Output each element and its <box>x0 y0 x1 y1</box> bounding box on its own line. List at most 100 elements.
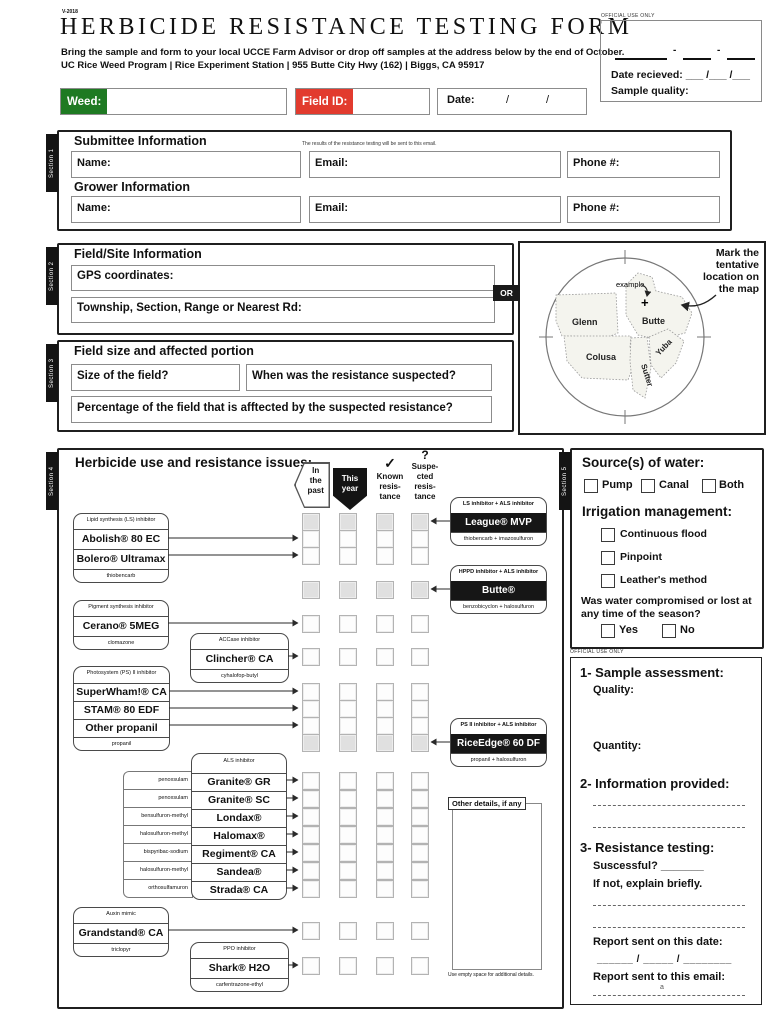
gps-field[interactable]: GPS coordinates: <box>71 265 495 291</box>
report-date-blanks[interactable]: ______ / _____ / ________ <box>597 954 732 965</box>
resistance-checkbox[interactable] <box>302 862 320 880</box>
resistance-checkbox[interactable] <box>376 717 394 735</box>
resistance-checkbox[interactable] <box>339 957 357 975</box>
resistance-checkbox[interactable] <box>411 547 429 565</box>
map-box[interactable]: Glenn Butte Colusa Sutter Yuba example +… <box>518 241 766 435</box>
leathers-method-checkbox[interactable] <box>601 574 615 588</box>
resistance-checkbox[interactable] <box>339 862 357 880</box>
resistance-checkbox[interactable] <box>376 862 394 880</box>
resistance-checkbox[interactable] <box>411 826 429 844</box>
resistance-checkbox[interactable] <box>302 826 320 844</box>
resistance-checkbox[interactable] <box>376 615 394 633</box>
resistance-checkbox[interactable] <box>376 790 394 808</box>
resistance-checkbox[interactable] <box>302 880 320 898</box>
resistance-checkbox[interactable] <box>339 530 357 548</box>
resistance-checkbox[interactable] <box>302 530 320 548</box>
resistance-checkbox[interactable] <box>302 615 320 633</box>
resistance-checkbox[interactable] <box>339 880 357 898</box>
pump-checkbox[interactable] <box>584 479 598 493</box>
successful-label[interactable]: Suscessful? _______ <box>593 860 704 872</box>
resistance-checkbox[interactable] <box>411 844 429 862</box>
report-email-blank-line[interactable] <box>593 994 745 996</box>
id-blank-1[interactable] <box>615 57 667 60</box>
resistance-checkbox[interactable] <box>339 808 357 826</box>
no-checkbox[interactable] <box>662 624 676 638</box>
resistance-checkbox[interactable] <box>411 615 429 633</box>
resistance-checkbox[interactable] <box>302 957 320 975</box>
resistance-checkbox[interactable] <box>339 513 357 531</box>
resistance-checkbox[interactable] <box>376 547 394 565</box>
date-received-blanks[interactable]: ___ /___ /___ <box>685 69 750 81</box>
explain-blank-line-2[interactable] <box>593 926 745 928</box>
percent-affected-field[interactable]: Percentage of the field that is afftecte… <box>71 396 492 423</box>
resistance-checkbox[interactable] <box>339 790 357 808</box>
resistance-checkbox[interactable] <box>376 957 394 975</box>
resistance-checkbox[interactable] <box>339 922 357 940</box>
resistance-checkbox[interactable] <box>302 734 320 752</box>
resistance-checkbox[interactable] <box>411 790 429 808</box>
submittee-name-field[interactable]: Name: <box>71 151 301 178</box>
resistance-checkbox[interactable] <box>411 513 429 531</box>
resistance-checkbox[interactable] <box>339 683 357 701</box>
canal-checkbox[interactable] <box>641 479 655 493</box>
resistance-checkbox[interactable] <box>339 581 357 599</box>
resistance-checkbox[interactable] <box>411 648 429 666</box>
resistance-checkbox[interactable] <box>376 844 394 862</box>
resistance-checkbox[interactable] <box>411 772 429 790</box>
resistance-checkbox[interactable] <box>376 734 394 752</box>
resistance-checkbox[interactable] <box>376 581 394 599</box>
resistance-checkbox[interactable] <box>376 880 394 898</box>
resistance-checkbox[interactable] <box>302 717 320 735</box>
submittee-email-field[interactable]: Email: <box>309 151 561 178</box>
resistance-checkbox[interactable] <box>302 648 320 666</box>
resistance-checkbox[interactable] <box>411 717 429 735</box>
resistance-checkbox[interactable] <box>411 700 429 718</box>
resistance-checkbox[interactable] <box>302 844 320 862</box>
resistance-checkbox[interactable] <box>339 844 357 862</box>
resistance-checkbox[interactable] <box>411 808 429 826</box>
resistance-checkbox[interactable] <box>339 700 357 718</box>
resistance-checkbox[interactable] <box>376 648 394 666</box>
resistance-checkbox[interactable] <box>411 922 429 940</box>
id-blank-3[interactable] <box>727 57 755 60</box>
township-field[interactable]: Township, Section, Range or Nearest Rd: <box>71 297 495 323</box>
field-size-field[interactable]: Size of the field? <box>71 364 240 391</box>
resistance-checkbox[interactable] <box>376 513 394 531</box>
submittee-phone-field[interactable]: Phone #: <box>567 151 720 178</box>
resistance-checkbox[interactable] <box>339 772 357 790</box>
resistance-checkbox[interactable] <box>302 772 320 790</box>
when-suspected-field[interactable]: When was the resistance suspected? <box>246 364 492 391</box>
resistance-checkbox[interactable] <box>302 922 320 940</box>
resistance-checkbox[interactable] <box>339 648 357 666</box>
info-blank-line-2[interactable] <box>593 826 745 828</box>
pinpoint-checkbox[interactable] <box>601 551 615 565</box>
yes-checkbox[interactable] <box>601 624 615 638</box>
resistance-checkbox[interactable] <box>302 581 320 599</box>
explain-blank-line-1[interactable] <box>593 904 745 906</box>
resistance-checkbox[interactable] <box>411 957 429 975</box>
resistance-checkbox[interactable] <box>411 862 429 880</box>
field-id-field[interactable]: Field ID: <box>295 88 430 115</box>
grower-name-field[interactable]: Name: <box>71 196 301 223</box>
resistance-checkbox[interactable] <box>302 808 320 826</box>
weed-field[interactable]: Weed: <box>60 88 287 115</box>
resistance-checkbox[interactable] <box>411 683 429 701</box>
resistance-checkbox[interactable] <box>411 880 429 898</box>
resistance-checkbox[interactable] <box>376 683 394 701</box>
resistance-checkbox[interactable] <box>302 790 320 808</box>
grower-email-field[interactable]: Email: <box>309 196 561 223</box>
resistance-checkbox[interactable] <box>411 581 429 599</box>
resistance-checkbox[interactable] <box>376 826 394 844</box>
resistance-checkbox[interactable] <box>376 922 394 940</box>
id-blank-2[interactable] <box>683 57 711 60</box>
date-field[interactable]: Date: / / <box>437 88 587 115</box>
continuous-flood-checkbox[interactable] <box>601 528 615 542</box>
other-details-box[interactable] <box>452 803 542 970</box>
resistance-checkbox[interactable] <box>339 717 357 735</box>
resistance-checkbox[interactable] <box>302 700 320 718</box>
resistance-checkbox[interactable] <box>339 615 357 633</box>
resistance-checkbox[interactable] <box>302 683 320 701</box>
resistance-checkbox[interactable] <box>376 700 394 718</box>
resistance-checkbox[interactable] <box>339 734 357 752</box>
resistance-checkbox[interactable] <box>302 513 320 531</box>
